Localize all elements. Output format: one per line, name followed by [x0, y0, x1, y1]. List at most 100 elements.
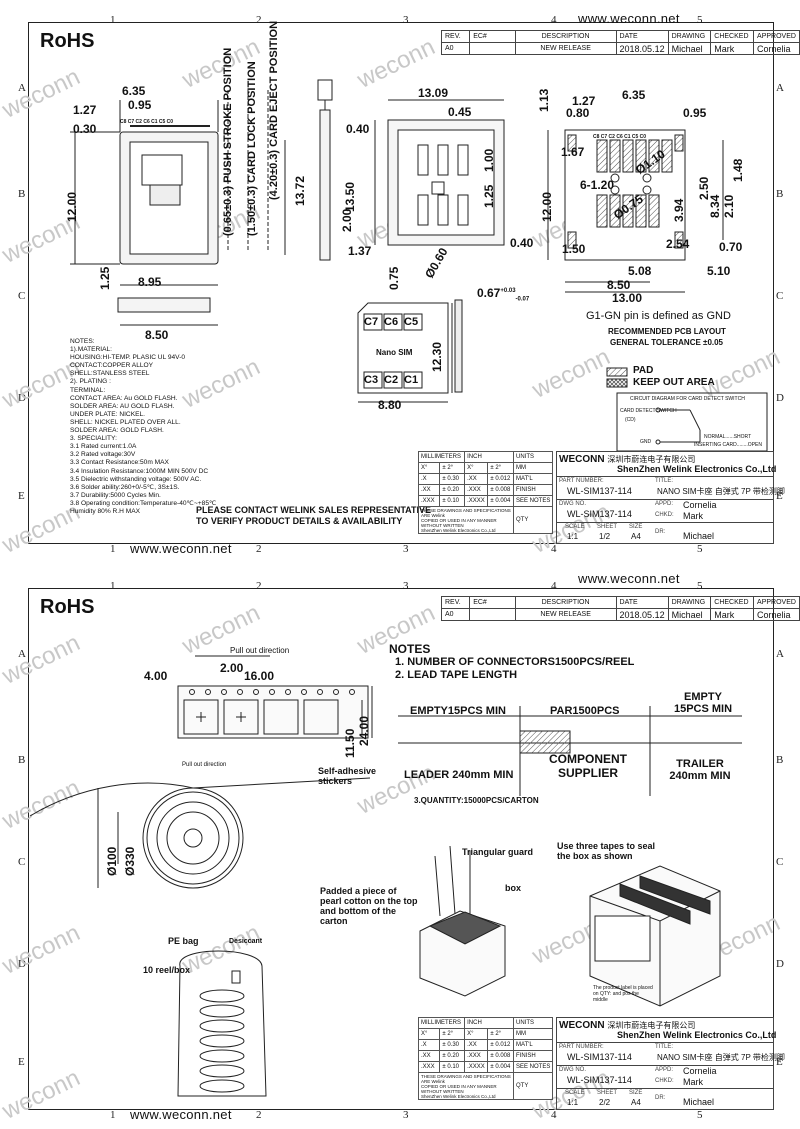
dim-0-75: 0.75 [387, 266, 401, 290]
company-full: ShenZhen Welink Electronics Co.,Ltd [617, 464, 777, 474]
reels-per-box: 10 reel/box [143, 965, 191, 975]
dim-0-70: 0.70 [719, 240, 743, 254]
contact-line: TO VERIFY PRODUCT DETAILS & AVAILABILITY [196, 516, 403, 526]
dim-1-67: 1.67 [561, 145, 585, 159]
title-label: TITLE: [655, 1044, 674, 1050]
contact-line: PLEASE CONTACT WELINK SALES REPRESENTATI… [196, 505, 432, 515]
dim-1-27: 1.27 [572, 94, 596, 108]
scale-row: SCALE SHEET SIZE 1:1 2/2 A4 DR: Michael [557, 1088, 773, 1109]
dim-1-37: 1.37 [348, 244, 372, 258]
desiccant-label: Desiccant [229, 938, 263, 945]
part-title: NANO SIM卡座 自弹式 7P 带检测脚 [657, 487, 785, 496]
title-block: WECONN 深圳市蔚连电子有限公司 ShenZhen Welink Elect… [556, 451, 785, 544]
drawn-by: Michael [683, 1097, 715, 1107]
dim-16-00: 16.00 [244, 669, 275, 683]
dim-6-35: 6.35 [122, 84, 146, 98]
part-number-label: PART NUMBER: [559, 1044, 604, 1050]
card-detect-switch: CARD DETECT SWITCH [620, 408, 677, 414]
zone-col-1: 1 [110, 1109, 116, 1121]
tape-trailer: TRAILER 240mm MIN [669, 758, 731, 782]
tol-cell: .XXXX [464, 1061, 489, 1073]
zone-col-2: 2 [256, 1109, 262, 1121]
general-tolerance: GENERAL TOLERANCE ±0.05 [610, 338, 724, 347]
rev-cell: 2018.05.12 [615, 608, 669, 621]
tol-see-notes: SEE NOTES [512, 1061, 554, 1073]
website-url[interactable]: www.weconn.net [578, 571, 680, 586]
pull-out-direction: Pull out direction [182, 762, 227, 768]
tape-leader: LEADER 240mm MIN [404, 769, 514, 781]
website-url[interactable]: www.weconn.net [130, 541, 232, 556]
appd-label: APPD: [655, 501, 674, 507]
tol-header: INCH [464, 1017, 514, 1029]
zone-col-4: 4 [551, 580, 557, 592]
legal-line: COPIED OR USED IN ANY MANNER WITHOUT WRI… [421, 1083, 497, 1094]
zone-col-5: 5 [697, 580, 703, 592]
dwg-number: WL-SIM137-114 [567, 1075, 632, 1085]
note-line: CONTACT AREA: Au GOLD FLASH. [70, 394, 178, 402]
dim-13-72: 13.72 [293, 175, 307, 206]
dr-label: DR: [655, 529, 666, 535]
website-url[interactable]: www.weconn.net [578, 11, 680, 26]
zone-row-e: E [776, 1056, 783, 1068]
dim-1-48: 1.48 [731, 158, 745, 182]
zone-row-d: D [18, 958, 26, 970]
tol-header: MILLIMETERS [417, 451, 466, 463]
tol-cell: .XX [417, 484, 441, 496]
self-adhesive-stickers: Self-adhesive stickers [318, 766, 377, 786]
sim-contact-c5: C5 [404, 316, 419, 328]
sim-contact-c1: C1 [404, 374, 419, 386]
zone-row-d: D [18, 392, 26, 404]
dim-6-1-20: 6-1.20 [580, 178, 615, 192]
tol-cell: ± 0.10 [439, 495, 466, 507]
sheet-label: SHEET [597, 524, 618, 530]
sim-contact-c2: C2 [384, 374, 399, 386]
drawing-sheet-2: 1 2 3 4 5 1 2 3 4 5 A B C D E A B C D E … [0, 566, 800, 1126]
legal-notice: THESE DRAWINGS AND SPECIFICATIONS ARE We… [418, 1072, 514, 1100]
dim-4-00: 4.00 [144, 669, 168, 683]
size-label: SIZE [629, 524, 643, 530]
sim-contact-c6: C6 [384, 316, 399, 328]
tol-cell: ± 0.008 [487, 484, 514, 496]
tol-see-notes: SEE NOTES [512, 495, 554, 507]
tol-cell: ± 2° [439, 1028, 466, 1040]
dim-0-95: 0.95 [128, 98, 152, 112]
dim-0-80: 0.80 [566, 106, 590, 120]
pearl-cotton-note: Padded a piece of pearl cotton on the to… [320, 886, 418, 926]
legend-pad: PAD [633, 365, 654, 376]
dim-2-00: 2.00 [220, 661, 244, 675]
note-line: 3.3 Contact Resistance:50m MAX [70, 459, 169, 467]
note-line: Humidity 80% R.H MAX [70, 507, 140, 515]
dim-13-09: 13.09 [418, 86, 449, 100]
tol-units: MM [512, 462, 554, 474]
size-value: A4 [631, 532, 641, 541]
zone-col-4: 4 [551, 543, 557, 555]
zone-row-d: D [776, 392, 784, 404]
nano-sim-label: Nano SIM [376, 348, 413, 357]
note-line: 3.4 Insulation Resistance:1000M MIN 500V… [70, 467, 209, 475]
note-line: 3.7 Durability:5000 Cycles Min. [70, 491, 161, 499]
zone-row-b: B [18, 754, 26, 766]
dr-label: DR: [655, 1095, 666, 1101]
rev-cell: Cornelia [753, 608, 800, 621]
rev-cell: NEW RELEASE [514, 608, 617, 621]
tol-matl: MAT'L [512, 473, 554, 485]
pcb-layout-title: RECOMMENDED PCB LAYOUT [608, 327, 726, 336]
company-en: WECONN [559, 1020, 605, 1031]
website-url[interactable]: www.weconn.net [130, 1107, 232, 1122]
dim-12-30: 12.30 [430, 341, 444, 372]
zone-col-4: 4 [551, 1109, 557, 1121]
tol-cell: ± 0.004 [487, 1061, 514, 1073]
dim-1-25: 1.25 [482, 184, 496, 208]
part-number: WL-SIM137-114 [567, 486, 632, 496]
dim-1-50: 1.50 [562, 242, 586, 256]
note-line: HOUSING:HI-TEMP. PLASIC UL 94V-0 [70, 354, 186, 362]
sheet-value: 2/2 [599, 1098, 611, 1107]
note-line: NOTES: [70, 338, 95, 345]
triangular-guard-label: Triangular guard [462, 847, 534, 857]
tol-header: UNITS [512, 1017, 554, 1029]
dim-8-80: 8.80 [378, 398, 402, 412]
company-cn: 深圳市蔚连电子有限公司 [607, 455, 696, 464]
checked-by: Mark [683, 511, 703, 521]
zone-col-1: 1 [110, 543, 116, 555]
dim-8-95: 8.95 [138, 275, 162, 289]
